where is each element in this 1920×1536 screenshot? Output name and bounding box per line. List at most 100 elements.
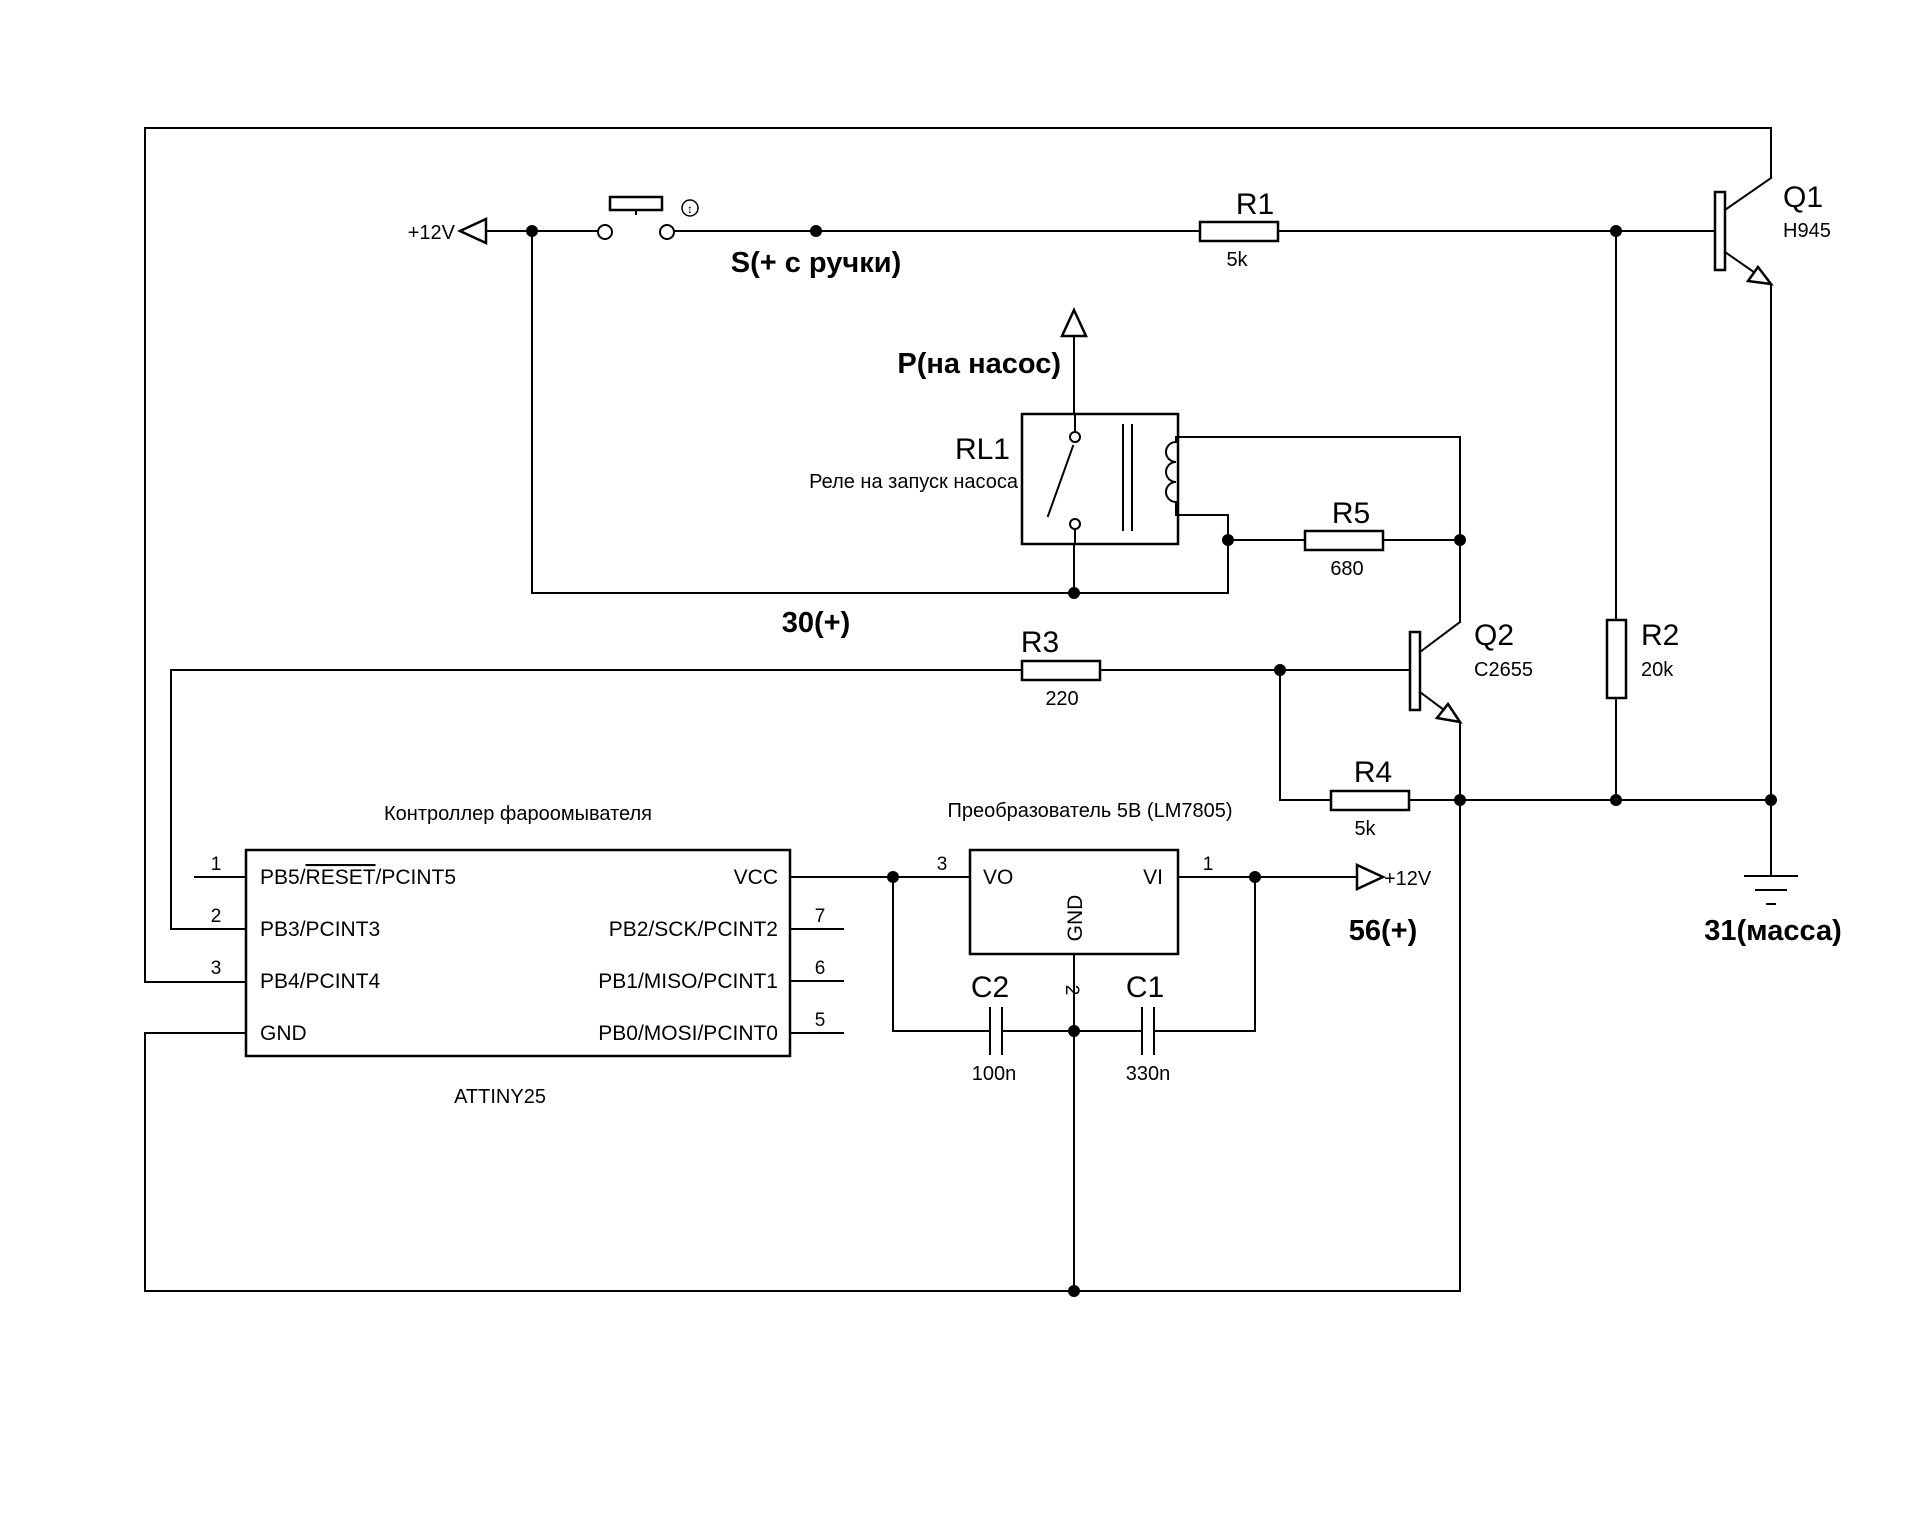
r2-value: 20k	[1641, 659, 1674, 681]
switch-contact-icon	[659, 224, 675, 240]
transistor-base-bar	[1713, 190, 1727, 272]
resistor-body	[1605, 618, 1628, 700]
pump-output: P(на насос)	[897, 307, 1088, 380]
pin-number: 3	[211, 958, 222, 979]
junction-dot	[887, 871, 899, 883]
r2-ref: R2	[1641, 619, 1679, 652]
junction-dot	[1274, 664, 1286, 676]
net-label-31: 31(масса)	[1704, 915, 1842, 947]
wire-c2-loop	[892, 876, 991, 1032]
junction-dot	[1068, 1025, 1080, 1037]
junction-dot	[526, 225, 538, 237]
resistor-r4: R4 5k	[1329, 756, 1411, 840]
net-label-56: 56(+)	[1349, 915, 1418, 947]
junction-dot	[810, 225, 822, 237]
relay-body	[1020, 412, 1180, 546]
pin-number: 6	[815, 958, 826, 979]
resistor-body	[1020, 659, 1102, 682]
regulator-gnd-label: GND	[1064, 895, 1087, 942]
supply-left: +12V	[408, 217, 488, 245]
junction-dot	[1068, 1285, 1080, 1297]
resistor-r3: R3 220	[1020, 626, 1102, 710]
regulator-title: Преобразователь 5В (LM7805)	[947, 800, 1232, 822]
regulator-pin-gnd: 2	[1061, 985, 1082, 996]
relay-contact-icon	[1069, 431, 1081, 443]
c2-ref: C2	[971, 971, 1009, 1004]
q2-ref: Q2	[1474, 619, 1514, 652]
pin-label-gnd: GND	[260, 1022, 307, 1045]
resistor-body	[1198, 220, 1280, 243]
r3-ref: R3	[1021, 626, 1059, 659]
junction-dot	[1610, 225, 1622, 237]
switch-button-cap	[608, 195, 664, 212]
junction-dot	[1610, 794, 1622, 806]
controller-body	[244, 848, 792, 1058]
supply-arrow-icon	[1355, 863, 1386, 891]
q2-value: C2655	[1474, 659, 1533, 681]
net-label-30: 30(+)	[782, 607, 851, 639]
transistor-q2: Q2 C2655	[1408, 619, 1533, 724]
c1-value: 330n	[1126, 1063, 1171, 1085]
wire-c1-loop	[1153, 876, 1256, 1032]
wire-pb3-to-r3	[170, 669, 1023, 930]
pin-label-vcc: VCC	[734, 866, 778, 889]
regulator-pin-vi: 1	[1203, 854, 1214, 875]
relay-contact-icon	[1069, 518, 1081, 530]
pump-arrow-icon	[1060, 307, 1088, 338]
wire-30-plus	[531, 230, 1229, 594]
supply-right: +12V 56(+)	[1349, 863, 1432, 947]
capacitor-c1: C1 330n	[1126, 971, 1171, 1085]
supply-right-label: +12V	[1384, 868, 1432, 890]
q2-collector-lead	[1418, 620, 1462, 654]
pin-number: 2	[211, 906, 222, 927]
resistor-body	[1329, 789, 1411, 812]
rl1-ref: RL1	[955, 433, 1010, 466]
pin-number: 7	[815, 906, 826, 927]
pin-number: 5	[815, 1010, 826, 1031]
q1-value: H945	[1783, 220, 1831, 242]
pin-label-pb1: PB1/MISO/PCINT1	[598, 970, 778, 993]
relay-rl1: RL1 Реле на запуск насоса	[809, 412, 1180, 546]
push-button-switch: ↕	[597, 195, 699, 240]
supply-left-label: +12V	[408, 222, 456, 244]
pin-number: 1	[211, 854, 222, 875]
supply-arrow-icon	[457, 217, 488, 245]
q1-emitter-arrow-icon	[1745, 264, 1774, 286]
pin-label-pb2: PB2/SCK/PCINT2	[609, 918, 778, 941]
r4-value: 5k	[1354, 818, 1376, 840]
ground-symbol: 31(масса)	[1704, 875, 1842, 947]
controller-attiny25: Контроллер фароомывателя 1 PB5/RESET/PCI…	[211, 803, 826, 1108]
junction-dot	[1068, 587, 1080, 599]
r1-ref: R1	[1236, 188, 1274, 221]
switch-contact-icon	[597, 224, 613, 240]
resistor-r5: R5 680	[1303, 497, 1385, 580]
pin-label-pb3: PB3/PCINT3	[260, 918, 380, 941]
wire-top-loop	[144, 127, 1772, 983]
relay-coil-icon	[1165, 436, 1177, 516]
r1-value: 5k	[1226, 249, 1248, 271]
junction-dot	[1454, 534, 1466, 546]
net-label-switch: S(+ с ручки)	[731, 247, 901, 279]
wire-base-to-r4	[1279, 669, 1332, 801]
q2-emitter-arrow-icon	[1434, 701, 1463, 724]
transistor-base-bar	[1408, 630, 1422, 712]
pin-label-pb5: PB5/RESET/PCINT5	[260, 866, 456, 889]
r5-value: 680	[1330, 558, 1363, 580]
junction-dot	[1249, 871, 1261, 883]
c1-ref: C1	[1126, 971, 1164, 1004]
reset-overbar-text: RESET	[306, 866, 376, 889]
relay-contact-blade	[1046, 444, 1075, 518]
junction-dot	[1454, 794, 1466, 806]
rl1-desc: Реле на запуск насоса	[809, 471, 1019, 493]
resistor-r1: R1 5k	[1198, 188, 1280, 271]
junction-dot	[1222, 534, 1234, 546]
junctions	[526, 225, 1777, 1297]
transistor-q1: Q1 H945	[1713, 176, 1831, 286]
pin-label-pb4: PB4/PCINT4	[260, 970, 381, 993]
controller-title: Контроллер фароомывателя	[384, 803, 652, 825]
r3-value: 220	[1045, 688, 1078, 710]
wires	[144, 127, 1772, 1292]
r5-ref: R5	[1332, 497, 1370, 530]
capacitor-c2: C2 100n	[971, 971, 1016, 1085]
